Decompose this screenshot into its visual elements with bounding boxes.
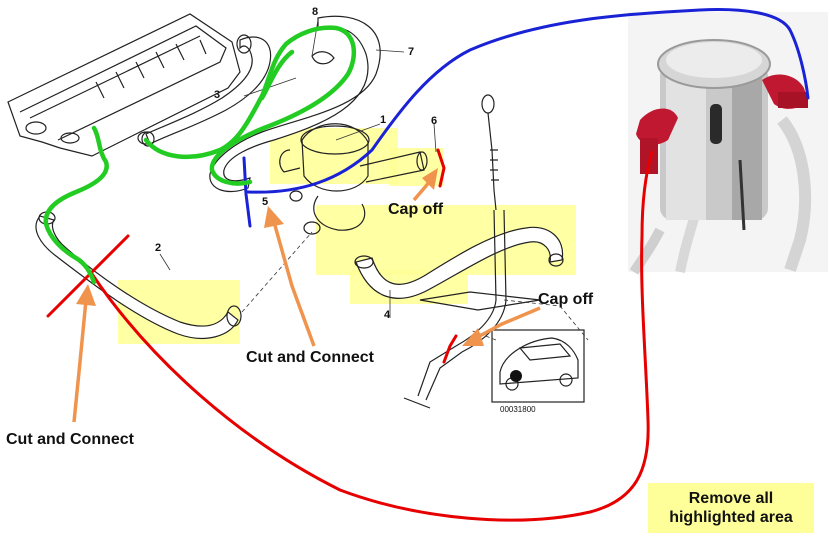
- arrow-cut-left: [72, 299, 88, 423]
- dipstick-tube-drawing: [403, 94, 541, 409]
- green-hose-route-line-2: [43, 125, 109, 285]
- arrow-cut-center-head: [264, 206, 284, 228]
- part-number-5: 5: [262, 196, 268, 208]
- remove-highlighted-note: Remove all highlighted area: [648, 483, 814, 533]
- callout-cap-off-lower: Cap off: [538, 291, 594, 308]
- catch-can-inlet-fitting: [636, 108, 678, 145]
- part-number-4: 4: [384, 309, 391, 321]
- engine-location-dot: [510, 370, 522, 382]
- green-hose-route-line: [143, 25, 357, 186]
- arrow-cut-center: [272, 221, 316, 347]
- green-hose-top-link: [259, 49, 295, 101]
- inset-ref-code: 00031800: [500, 405, 536, 414]
- part-number-8: 8: [312, 6, 318, 18]
- arrow-cap-lower: [475, 306, 541, 340]
- arrow-cap-lower-head: [462, 328, 484, 346]
- arrow-cut-left-head: [76, 284, 96, 306]
- valve-cover-drawing: [7, 13, 241, 157]
- highlight-area-valve-right: [390, 148, 444, 186]
- red-hose-route-line: [90, 150, 654, 522]
- part-number-6: 6: [431, 115, 437, 127]
- note-line-2: highlighted area: [669, 509, 793, 526]
- oil-catch-can-image: [628, 12, 828, 275]
- hose-7-drawing: [141, 15, 381, 193]
- red-cut-mark-left: [46, 234, 130, 318]
- arrow-cap-upper-head: [422, 168, 438, 190]
- callout-cut-connect-center: Cut and Connect: [246, 349, 375, 366]
- vent-valve-drawing: [279, 123, 428, 235]
- callout-cap-off-upper: Cap off: [388, 201, 444, 218]
- car-inset-drawing: [491, 329, 585, 403]
- red-cap-mark-valve: [436, 148, 446, 188]
- part-number-2: 2: [155, 242, 161, 254]
- note-line-1: Remove all: [688, 490, 774, 507]
- blue-cut-mark: [242, 156, 252, 228]
- part-number-3: 3: [214, 89, 220, 101]
- part-numbers: 8 7 3 1 6 5 2 4: [155, 6, 437, 321]
- red-cap-mark-dipstick: [442, 334, 458, 364]
- hose-4-drawing: [354, 226, 564, 299]
- blue-hose-route-line: [246, 8, 810, 194]
- part-number-1: 1: [380, 114, 386, 126]
- callout-cut-connect-left: Cut and Connect: [6, 431, 135, 448]
- orange-arrows: [72, 168, 541, 423]
- part-number-7: 7: [408, 46, 414, 58]
